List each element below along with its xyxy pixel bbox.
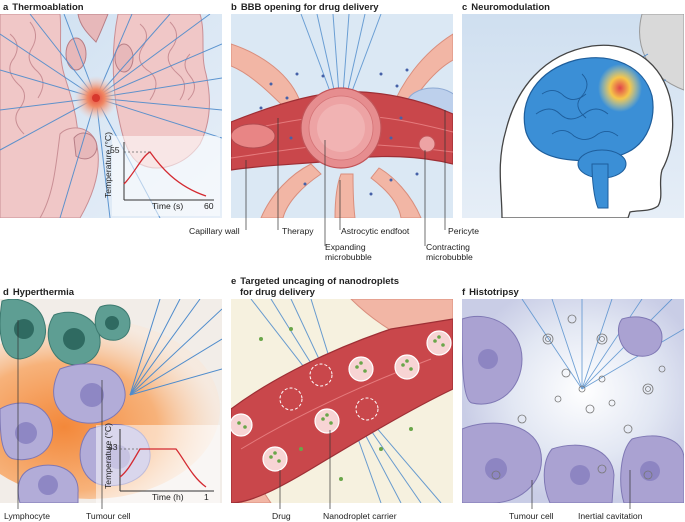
label-tumour-cell-f: Tumour cell (509, 511, 554, 521)
label-astrocytic-endfoot: Astrocytic endfoot (341, 226, 410, 236)
contracting-microbubble (418, 135, 436, 153)
label-expanding-2: microbubble (325, 252, 372, 262)
nanodroplet-group (231, 327, 452, 481)
chart-a-y-label: Temperature (°C) (103, 132, 113, 198)
label-drug: Drug (272, 511, 291, 521)
chart-a-x-tick: 60 (204, 201, 214, 211)
hyperthermia-illustration (0, 299, 222, 503)
modulated-region (598, 64, 642, 112)
transducer (639, 14, 684, 91)
chart-a-y-tick: 55 (110, 145, 120, 155)
panel-c-neuromodulation (462, 14, 684, 218)
label-pericyte: Pericyte (448, 226, 480, 236)
label-expanding-1: Expanding (325, 242, 366, 252)
label-nanodroplet-carrier: Nanodroplet carrier (323, 511, 397, 521)
chart-d-x-label: Time (h) (152, 492, 184, 502)
temperature-curve-d (119, 448, 207, 488)
thermoablation-illustration (0, 14, 222, 218)
label-contracting-1: Contracting (426, 242, 470, 252)
panel-a-thermoablation: 55 Temperature (°C) Time (s) 60 (0, 14, 222, 218)
label-inertial-cavitation: Inertial cavitation (578, 511, 643, 521)
nanodroplet-illustration (231, 299, 453, 503)
chart-d-y-tick: 43 (108, 442, 118, 452)
panel-f-histotripsy (462, 299, 684, 503)
cavitation-bubbles (491, 314, 666, 480)
temperature-curve-a (123, 151, 207, 197)
panel-e-title-line-2: for drug delivery (240, 287, 315, 298)
chart-a-x-label: Time (s) (152, 201, 184, 211)
label-therapy: Therapy (282, 226, 314, 236)
neuromodulation-illustration (462, 14, 684, 218)
panel-b-bbb (231, 14, 453, 218)
label-capillary-wall: Capillary wall (189, 226, 240, 236)
chart-d-x-tick: 1 (204, 492, 209, 502)
chart-d-y-label: Temperature (°C) (103, 423, 113, 489)
label-tumour-cell-d: Tumour cell (86, 511, 131, 521)
label-contracting-2: microbubble (426, 252, 473, 262)
panel-e-nanodroplets (231, 299, 453, 503)
histotripsy-illustration (462, 299, 684, 503)
bbb-illustration (231, 14, 453, 218)
panel-d-hyperthermia: 43 Temperature (°C) Time (h) 1 (0, 299, 222, 503)
label-lymphocyte: Lymphocyte (4, 511, 51, 521)
